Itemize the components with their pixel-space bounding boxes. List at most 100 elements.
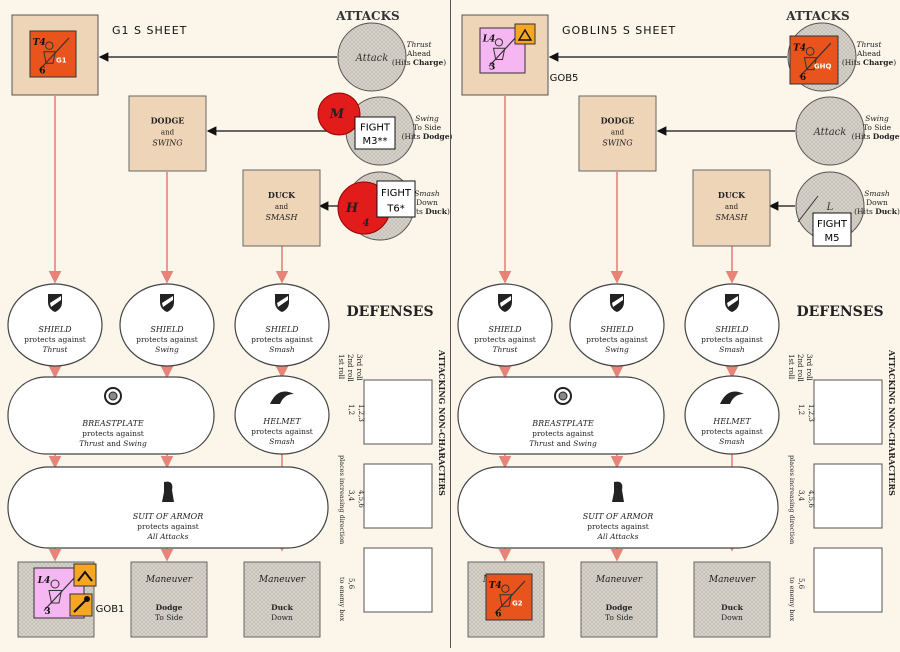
ghq-counter-body [803, 57, 818, 71]
attack-desc-2: Down [866, 198, 888, 207]
bottom-box-line-1: Duck [271, 603, 294, 612]
side-note: places increasing direction [338, 455, 346, 544]
shield-title: SHIELD [265, 325, 299, 334]
maneuver-box-2 [692, 169, 771, 247]
fight-t6-value: T6* [386, 204, 404, 215]
shield-title: SHIELD [150, 325, 184, 334]
bottom-box-title: Maneuver [258, 575, 306, 585]
gob1-label: GOB1 [96, 604, 125, 615]
attack-desc-3: (Hits Duck) [854, 207, 900, 216]
gob5-counter-top-value: L4 [482, 35, 496, 45]
fight-m5-box [812, 212, 852, 247]
maneuver-box-title: DUCK [718, 190, 746, 200]
suit-area [457, 466, 779, 549]
attacks-heading: ATTACKS [335, 9, 399, 23]
gob1-counter-figure [43, 575, 77, 611]
breastplate-target-2: Swing [123, 439, 147, 448]
red-h-letter: H [345, 201, 359, 216]
gob5-counter-spear [488, 34, 519, 67]
gob1-counter-head [50, 579, 60, 589]
shield-circle-1 [457, 283, 553, 367]
attack-desc-3: (Hits Charge) [392, 58, 446, 67]
maneuver-box-1 [128, 95, 207, 172]
breastplate-and: and [554, 439, 573, 448]
attack-circle-label: Attack [355, 53, 389, 64]
dice-label: 3,4 [347, 490, 355, 502]
shield-title: SHIELD [38, 325, 72, 334]
bottom-box-line-1: Dodge [156, 603, 183, 612]
shield-protects: protects against [251, 335, 313, 344]
shield-circle-2 [569, 283, 665, 367]
fight-t6-label: FIGHT [381, 188, 412, 199]
helmet-target: Smash [269, 437, 295, 446]
shield-title: SHIELD [715, 325, 749, 334]
dice-label: 4,5,6 [357, 490, 365, 508]
attack-circle-2 [795, 96, 865, 166]
bottom-box-3 [693, 561, 771, 638]
ghq-counter-code: GHQ [814, 63, 832, 71]
attack-desc-3: (Hits Charge) [842, 58, 896, 67]
red-m-letter: M [329, 107, 345, 122]
suit-target: All Attacks [147, 532, 189, 541]
attack-desc-1: Thrust [406, 40, 432, 49]
g2-counter-bottom-value: 6 [495, 609, 501, 619]
side-note-b: to enemy box [788, 577, 796, 621]
shield-stripe [612, 296, 623, 307]
attack-desc-1: Swing [415, 114, 439, 123]
roll-label-2: 2nd roll [346, 354, 354, 382]
l-circle-slash [797, 195, 819, 223]
shield-protects: protects against [586, 335, 648, 344]
sheet-divider [450, 0, 451, 648]
attack-box-1 [813, 379, 883, 445]
bottom-box-line-2: To Side [155, 613, 184, 622]
side-heading-text: ATTACKING NON-CHARACTERS [887, 349, 897, 496]
defenses-heading: DEFENSES [796, 304, 883, 320]
breastplate-icon-core [108, 391, 118, 401]
bottom-box-3 [243, 561, 321, 638]
maneuver-box-and: and [611, 129, 625, 137]
shield-circle-3 [234, 283, 330, 367]
sheet-label: G1 S SHEET [112, 24, 187, 37]
breastplate-targets: Thrust and Swing [529, 439, 597, 448]
bottom-box-line-1: Dodge [606, 603, 633, 612]
attack-box-2 [813, 463, 883, 529]
shield-target: Smash [269, 345, 295, 354]
attack-desc-close: ) [447, 207, 450, 216]
attack-desc-target: Charge [863, 58, 893, 67]
ghq-counter-head [805, 47, 815, 56]
gob5-counter-bottom-value: 3 [489, 62, 495, 72]
maneuver-box-2 [242, 169, 321, 247]
attack-desc-2: Ahead [856, 49, 881, 58]
breastplate-target-2: Swing [573, 439, 597, 448]
attack-desc-1: Thrust [856, 40, 882, 49]
treasure-glyph [517, 28, 533, 41]
g1-counter-top-value: T4 [33, 38, 46, 48]
attack-desc-close: ) [443, 58, 446, 67]
maneuver-box-subtitle: SMASH [266, 213, 299, 222]
breastplate-area [457, 376, 665, 455]
shield-target: Swing [605, 345, 629, 354]
sheet-label: GOBLIN5 S SHEET [562, 24, 676, 37]
attack-desc-2: To Side [413, 123, 442, 132]
breastplate-target-1: Thrust [79, 439, 105, 448]
suit-title: SUIT OF ARMOR [583, 512, 654, 521]
attack-desc-target: Duck [875, 207, 898, 216]
maneuver-box-and: and [275, 203, 289, 211]
breastplate-protects: protects against [532, 429, 594, 438]
gob5-counter-figure [488, 34, 519, 67]
g2-counter-figure [494, 580, 526, 614]
shield-stripe [50, 296, 61, 307]
bottom-box-line-1: Duck [721, 603, 744, 612]
dice-label: 1,2,3 [357, 404, 365, 422]
mace-glyph [73, 599, 87, 613]
attack-desc-2: Down [416, 198, 438, 207]
mace-glyph-head [84, 596, 90, 602]
fight-m3-label: FIGHT [360, 122, 391, 133]
side-note: to enemy box [788, 577, 796, 621]
gob5-counter-head [494, 38, 504, 47]
bottom-box-title: Maneuver [708, 575, 756, 585]
attack-desc-1: Swing [865, 114, 889, 123]
